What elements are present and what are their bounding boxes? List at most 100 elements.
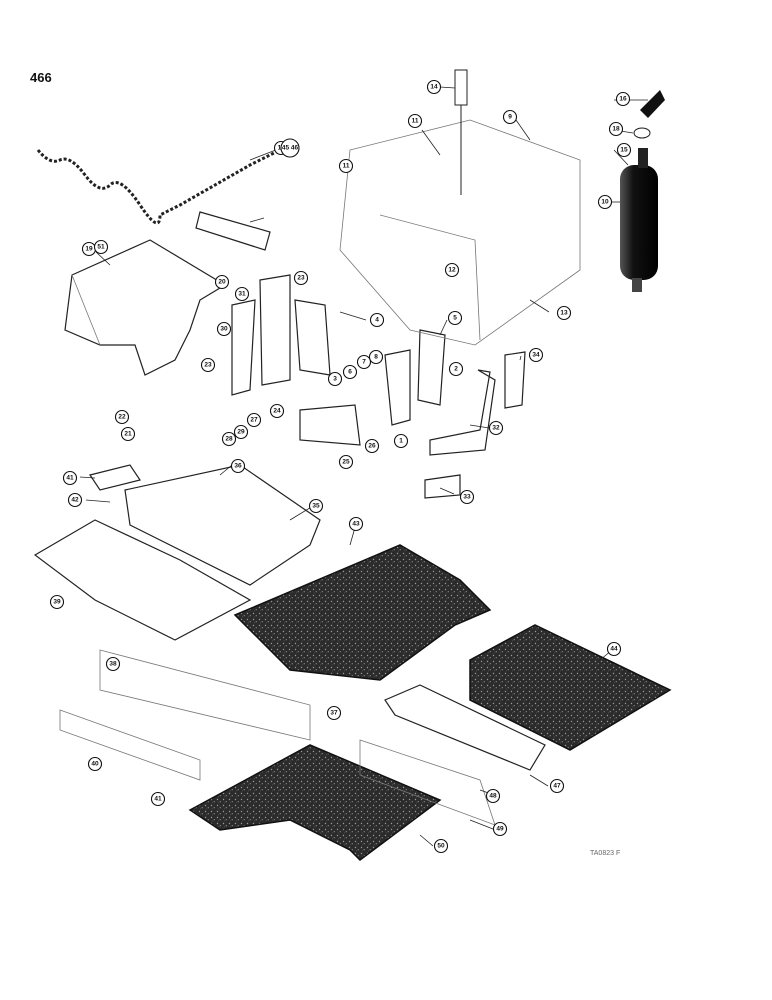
callout-48: 48 xyxy=(485,788,501,804)
callout-label: 23 xyxy=(297,275,305,282)
callout-34: 34 xyxy=(528,347,544,363)
callout-label: 16 xyxy=(619,96,627,103)
callout-label: 23 xyxy=(204,362,212,369)
callout-label: 39 xyxy=(53,599,61,606)
callout-label: 1 xyxy=(399,438,403,445)
floor-mat-51 xyxy=(188,744,442,861)
callout-44: 44 xyxy=(606,641,622,657)
callout-label: 9 xyxy=(508,114,512,121)
callout-16: 16 xyxy=(615,91,631,107)
top-bracket xyxy=(195,211,271,251)
callout-label: 6 xyxy=(348,369,352,376)
callout-47: 47 xyxy=(549,778,565,794)
callout-39: 39 xyxy=(49,594,65,610)
callout-12: 12 xyxy=(444,262,460,278)
callout-23: 23 xyxy=(293,270,309,286)
callout-label: 25 xyxy=(342,459,350,466)
callout-38: 38 xyxy=(105,656,121,672)
muffler xyxy=(620,90,665,292)
callout-23: 23 xyxy=(200,357,216,373)
exhaust-pipe xyxy=(454,69,468,195)
callout-label: 40 xyxy=(91,761,99,768)
hood-panel xyxy=(64,239,227,376)
callout-label: 50 xyxy=(437,843,445,850)
lower-frame xyxy=(59,649,311,781)
callout-20: 20 xyxy=(214,274,230,290)
callout-8: 8 xyxy=(368,349,384,365)
callout-label: 24 xyxy=(273,408,281,415)
callout-label: 38 xyxy=(109,661,117,668)
callout-label: 11 xyxy=(412,118,419,125)
callout-label: 14 xyxy=(430,84,438,91)
callout-label: 10 xyxy=(601,199,609,206)
floor-mat-44 xyxy=(233,544,492,681)
callout-label: 28 xyxy=(225,436,233,443)
floor-plates xyxy=(33,464,321,641)
callout-label: 34 xyxy=(532,352,540,359)
callout-3: 3 xyxy=(327,371,343,387)
callout-label: 44 xyxy=(610,646,618,653)
callout-35: 35 xyxy=(308,498,324,514)
callout-label: 33 xyxy=(463,494,471,501)
callout-18: 18 xyxy=(608,121,624,137)
callout-label: 45 46 xyxy=(282,145,299,152)
callout-43: 43 xyxy=(348,516,364,532)
callout-29: 29 xyxy=(233,424,249,440)
callout-label: 51 xyxy=(97,244,105,251)
callout-label: 43 xyxy=(352,521,360,528)
callout-15: 15 xyxy=(616,142,632,158)
callout-label: 19 xyxy=(85,246,93,253)
callout-label: 41 xyxy=(154,796,162,803)
callout-label: 13 xyxy=(560,310,568,317)
callout-label: 49 xyxy=(496,826,504,833)
callout-50: 50 xyxy=(433,838,449,854)
callout-36: 36 xyxy=(230,458,246,474)
callout-24: 24 xyxy=(269,403,285,419)
callout-label: 37 xyxy=(330,710,338,717)
callout-40: 40 xyxy=(87,756,103,772)
callout-label: 12 xyxy=(448,267,456,274)
callout-21: 21 xyxy=(120,426,136,442)
callout-group: 1234567891011111112131415161819202122232… xyxy=(49,79,632,854)
callout-2: 2 xyxy=(448,361,464,377)
callout-label: 15 xyxy=(620,147,628,154)
callout-7: 7 xyxy=(356,354,372,370)
callout-label: 31 xyxy=(238,291,246,298)
callout-label: 22 xyxy=(118,414,126,421)
side-panels xyxy=(231,274,526,499)
callout-4: 4 xyxy=(369,312,385,328)
callout-51: 51 xyxy=(93,239,109,255)
callout-13: 13 xyxy=(556,305,572,321)
callout-label: 11 xyxy=(343,163,350,170)
callout-49: 49 xyxy=(492,821,508,837)
callout-41: 41 xyxy=(62,470,78,486)
callout-label: 20 xyxy=(218,279,226,286)
callout-label: 8 xyxy=(374,354,378,361)
callout-42: 42 xyxy=(67,492,83,508)
page-number: 466 xyxy=(30,70,52,85)
callout-14: 14 xyxy=(426,79,442,95)
callout-45-46: 45 46 xyxy=(280,138,300,158)
callout-22: 22 xyxy=(114,409,130,425)
callout-label: 21 xyxy=(124,431,132,438)
callout-label: 4 xyxy=(375,317,379,324)
callout-5: 5 xyxy=(447,310,463,326)
callout-1: 1 xyxy=(393,433,409,449)
callout-label: 7 xyxy=(362,359,366,366)
callout-label: 48 xyxy=(489,793,497,800)
console-housing xyxy=(339,119,581,346)
callout-31: 31 xyxy=(234,286,250,302)
callout-10: 10 xyxy=(597,194,613,210)
callout-label: 36 xyxy=(234,463,242,470)
callout-11: 11 xyxy=(407,113,423,129)
callout-label: 27 xyxy=(250,417,258,424)
callout-label: 42 xyxy=(71,497,79,504)
callout-11: 11 xyxy=(338,158,354,174)
callout-label: 3 xyxy=(333,376,337,383)
callout-label: 5 xyxy=(453,315,457,322)
callout-32: 32 xyxy=(488,420,504,436)
callout-9: 9 xyxy=(502,109,518,125)
callout-label: 41 xyxy=(66,475,74,482)
callout-33: 33 xyxy=(459,489,475,505)
